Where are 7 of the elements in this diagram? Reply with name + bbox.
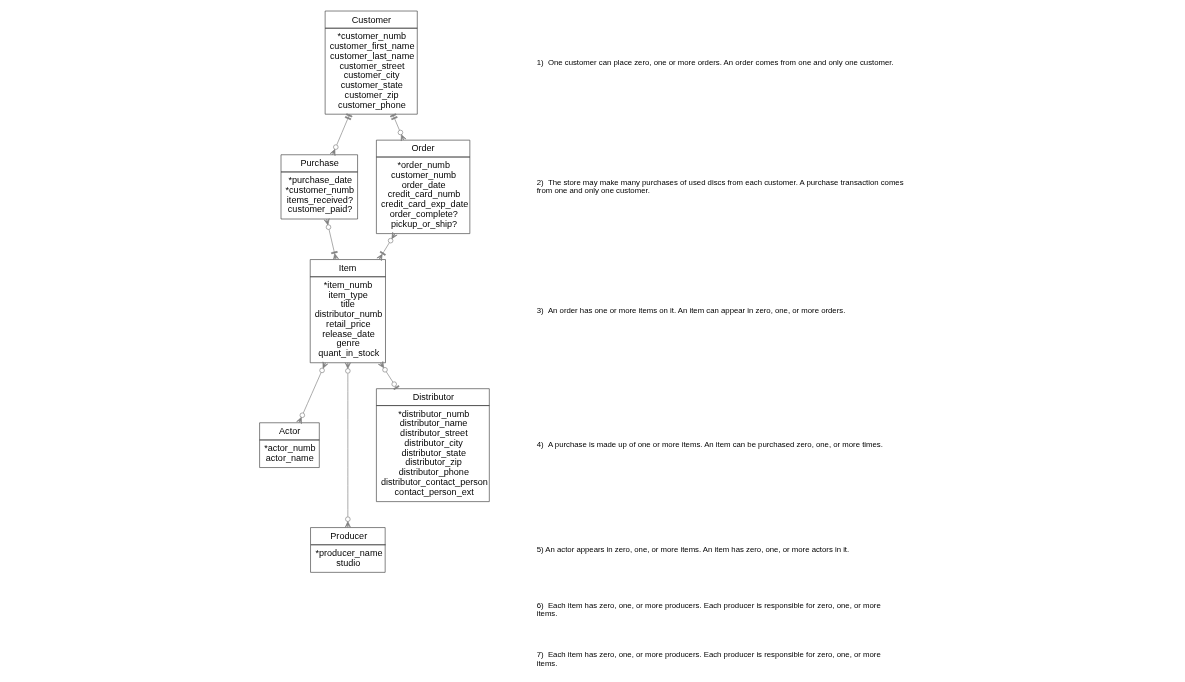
connector [376,231,398,262]
connector [323,218,339,261]
connector [344,362,351,528]
connector [296,361,329,425]
connector [329,113,353,156]
connector [390,113,407,142]
connector [378,361,400,390]
